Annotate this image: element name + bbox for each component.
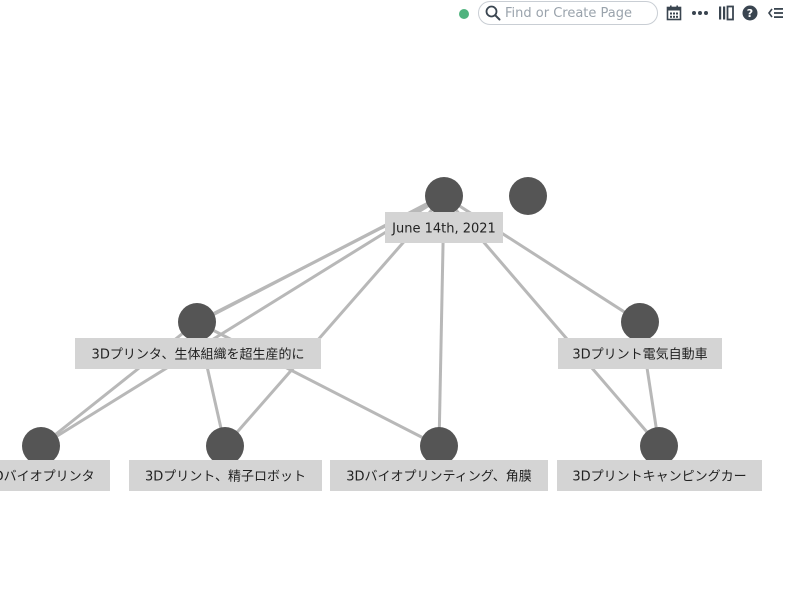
sidebar-toggle-icon[interactable] bbox=[718, 5, 734, 25]
graph-node-n6[interactable] bbox=[420, 427, 458, 465]
graph-node-label-box bbox=[330, 460, 548, 491]
graph-node-label[interactable]: 3Dバイオプリンティング、角膜 bbox=[346, 470, 532, 485]
outline-toggle-icon[interactable] bbox=[768, 5, 784, 25]
more-icon[interactable] bbox=[691, 5, 709, 25]
search-box[interactable] bbox=[478, 1, 658, 25]
svg-text:?: ? bbox=[747, 7, 753, 20]
graph-node-label-box bbox=[557, 460, 762, 491]
graph-node-label[interactable]: 3Dプリントキャンピングカー bbox=[572, 470, 746, 485]
graph-node-label-box bbox=[558, 338, 722, 369]
graph-node-label[interactable]: June 14th, 2021 bbox=[391, 222, 496, 237]
graph-node-label[interactable]: 3Dバイオプリンタ bbox=[0, 470, 95, 485]
graph-node-n4[interactable] bbox=[22, 427, 60, 465]
graph-node-label-box bbox=[385, 212, 503, 243]
search-icon bbox=[485, 5, 501, 25]
graph-node-label[interactable]: 3Dプリント電気自動車 bbox=[572, 347, 707, 363]
graph-node-n0[interactable] bbox=[425, 177, 463, 215]
graph-node-label-box bbox=[0, 460, 110, 491]
calendar-icon[interactable] bbox=[666, 5, 682, 25]
graph-node-label[interactable]: 3Dプリント、精子ロボット bbox=[145, 470, 306, 485]
graph-node-n7[interactable] bbox=[640, 427, 678, 465]
top-toolbar: ? bbox=[0, 0, 800, 28]
search-input[interactable] bbox=[505, 4, 653, 22]
graph-node-label[interactable]: 3Dプリンタ、生体組織を超生産的に bbox=[92, 347, 305, 363]
graph-node-n5[interactable] bbox=[206, 427, 244, 465]
graph-labels: June 14th, 2021 3Dプリンタ、生体組織を超生産的に 3Dプリント電気… bbox=[0, 212, 762, 491]
graph-node-n1[interactable] bbox=[509, 177, 547, 215]
graph-edges bbox=[40, 194, 661, 448]
graph-node-label-box bbox=[75, 338, 321, 369]
sync-status-dot bbox=[459, 9, 469, 19]
graph-edge-n0-n4 bbox=[40, 194, 445, 448]
graph-node-n3[interactable] bbox=[621, 303, 659, 341]
help-icon[interactable]: ? bbox=[742, 5, 758, 25]
graph-nodes[interactable] bbox=[22, 177, 678, 465]
graph-node-label-box bbox=[129, 460, 322, 491]
graph-node-n2[interactable] bbox=[178, 303, 216, 341]
